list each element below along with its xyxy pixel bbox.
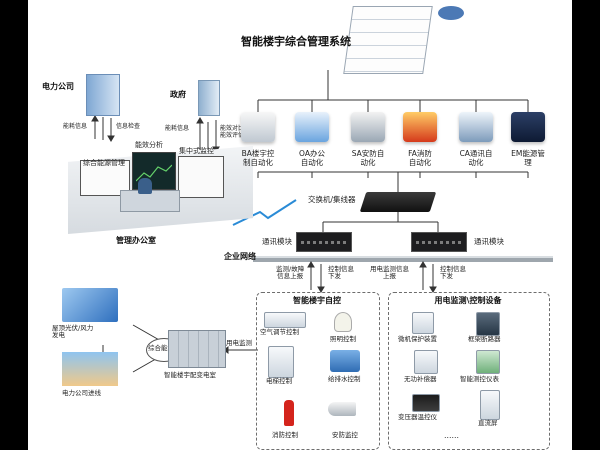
diagram-canvas: 智能楼宇综合管理系统 电力公司 能耗信息 信息检查 政府 能耗信息 能效对比 能… xyxy=(28,0,572,450)
ba-system-icon xyxy=(241,112,275,142)
dc-panel-icon xyxy=(480,390,500,420)
left-flow-down-label: 控制信息 下发 xyxy=(328,265,354,281)
security-label: 安防监控 xyxy=(332,431,358,439)
elevator-icon xyxy=(268,346,294,378)
government-label: 政府 xyxy=(170,90,186,99)
arrow-up-power-label: 能耗信息 xyxy=(63,123,88,130)
building-group-title: 智能楼宇自控 xyxy=(293,296,341,305)
elevator-label: 电梯控制 xyxy=(266,377,292,385)
grid-label: 电力公司进线 xyxy=(62,389,101,397)
protection-device-icon xyxy=(412,312,434,334)
power-monitor-label: 用电监测 xyxy=(226,339,252,347)
pv-label: 屋顶光伏/风力 发电 xyxy=(52,324,94,340)
sa-system-icon xyxy=(351,112,385,142)
right-flow-down-label: 控制信息 下发 xyxy=(440,265,466,281)
arrow-down-power-label: 信息检查 xyxy=(116,123,141,130)
smart-meter-icon xyxy=(476,350,500,374)
power-group-title: 用电监测\控制设备 xyxy=(434,296,502,305)
solar-wind-icon xyxy=(62,288,118,322)
more-devices-ellipsis: …… xyxy=(444,431,459,440)
ca-system-icon xyxy=(459,112,493,142)
circuit-breaker-icon xyxy=(476,312,500,336)
dc-panel-label: 直流屏 xyxy=(478,419,498,427)
reactive-compensator-icon xyxy=(414,350,438,374)
sa-system-label: SA安防自 动化 xyxy=(351,149,385,167)
office-screen-efficiency-label: 能效分析 xyxy=(135,141,163,149)
diagram-title: 智能楼宇综合管理系统 xyxy=(241,35,351,48)
power-company-building-icon xyxy=(86,74,120,116)
left-flow-up-label: 监测/故障 信息上报 xyxy=(276,265,305,281)
temp-controller-label: 变压器温控仪 xyxy=(398,413,437,421)
temp-controller-icon xyxy=(412,394,440,412)
pump-icon xyxy=(330,350,360,372)
fire-extinguisher-icon xyxy=(284,400,294,426)
enterprise-network-label: 企业网络 xyxy=(224,252,256,261)
comm-module-left-label: 通讯模块 xyxy=(262,237,292,246)
fire-label: 消防控制 xyxy=(272,431,298,439)
ba-system-label: BA楼宇控 制自动化 xyxy=(241,149,275,167)
router-icon xyxy=(438,6,464,20)
substation-label: 智能楼宇配变电室 xyxy=(164,371,216,379)
circuit-breaker-label: 框架断路器 xyxy=(468,335,501,343)
lighting-label: 照明控制 xyxy=(330,335,356,343)
efficiency-chart-icon xyxy=(136,164,172,182)
em-system-label: EM能源管 理 xyxy=(511,149,545,167)
power-company-label: 电力公司 xyxy=(42,82,74,91)
comm-module-right-icon xyxy=(411,232,467,252)
government-building-icon xyxy=(198,80,220,116)
light-bulb-icon xyxy=(334,312,352,332)
oa-system-label: OA办公 自动化 xyxy=(299,149,325,167)
office-screen-monitor-label: 集中式监控 xyxy=(179,147,214,155)
office-label: 管理办公室 xyxy=(116,236,156,245)
transmission-tower-icon xyxy=(62,352,118,386)
reactive-compensator-label: 无功补偿器 xyxy=(404,375,437,383)
camera-icon xyxy=(328,402,356,416)
right-flow-up-label: 用电监测信息 上报 xyxy=(370,265,409,281)
office-screen-energy-label: 综合能源管理 xyxy=(83,159,125,167)
air-conditioner-icon xyxy=(264,312,306,328)
em-system-icon xyxy=(511,112,545,142)
network-switch-icon xyxy=(359,192,437,212)
oa-system-icon xyxy=(295,112,329,142)
operator-icon xyxy=(138,178,152,194)
energy-source-label: 综合能源 xyxy=(148,344,174,352)
arrow-down-gov-label: 能效对比 能效评估 xyxy=(220,125,245,139)
building-model-icon xyxy=(343,6,433,74)
comm-module-right-label: 通讯模块 xyxy=(474,237,504,246)
fa-system-label: FA消防 自动化 xyxy=(408,149,432,167)
ca-system-label: CA通讯自 动化 xyxy=(459,149,493,167)
water-label: 给排水控制 xyxy=(328,375,361,383)
protection-device-label: 微机保护装置 xyxy=(398,335,437,343)
office-screen-monitor: 集中式监控 xyxy=(178,147,224,198)
smart-meter-label: 智能测控仪表 xyxy=(460,375,499,383)
air-conditioning-label: 空气调节控制 xyxy=(260,328,299,336)
fa-system-icon xyxy=(403,112,437,142)
comm-module-left-icon xyxy=(296,232,352,252)
substation-icon xyxy=(168,330,226,368)
switch-label: 交换机/集线器 xyxy=(308,195,356,204)
arrow-up-gov-label: 能耗信息 xyxy=(165,125,190,132)
